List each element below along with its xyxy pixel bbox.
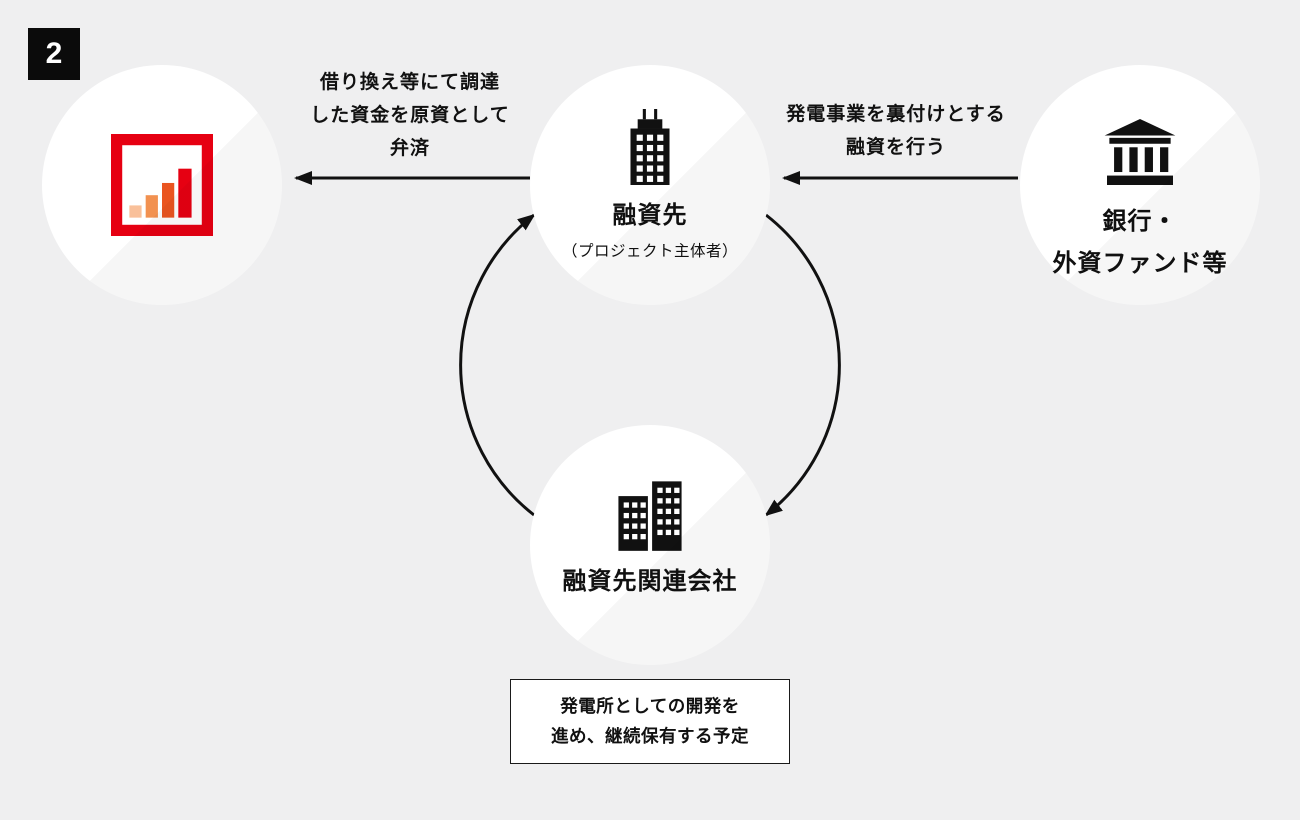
bank-label-line1: 銀行・	[1102, 208, 1178, 235]
affiliate-node: 融資先関連会社	[530, 425, 770, 665]
note-line2: 進め、継続保有する予定	[551, 726, 749, 746]
bank-node: 銀行・ 外資ファンド等	[1020, 65, 1260, 305]
bank-icon	[1104, 119, 1176, 185]
bank-label: 銀行・ 外資ファンド等	[1053, 201, 1228, 285]
company-node	[42, 65, 282, 305]
cycle-arc-left	[459, 213, 536, 517]
bank-label-line2: 外資ファンド等	[1052, 250, 1228, 277]
repayment-caption-line3: 弁済	[389, 138, 430, 159]
bar-chart-logo-icon	[111, 134, 213, 236]
repayment-caption-line1: 借り換え等にて調達	[319, 72, 500, 93]
borrower-sublabel: （プロジェクト主体者）	[561, 243, 738, 260]
loan-caption-line1: 発電事業を裏付けとする	[786, 104, 1006, 125]
borrower-node: 融資先 （プロジェクト主体者）	[530, 65, 770, 305]
note-line1: 発電所としての開発を	[560, 696, 740, 716]
step-badge: 2	[28, 28, 80, 80]
loan-caption-line2: 融資を行う	[845, 137, 946, 158]
note-box: 発電所としての開発を 進め、継続保有する予定	[510, 679, 790, 764]
office-building-icon	[630, 109, 670, 185]
repayment-caption-line2: した資金を原資として	[310, 105, 510, 126]
two-buildings-icon	[618, 481, 682, 551]
cycle-arc-right	[764, 213, 841, 517]
affiliate-label: 融資先関連会社	[562, 568, 738, 595]
loan-caption: 発電事業を裏付けとする 融資を行う	[766, 98, 1026, 164]
repayment-caption: 借り換え等にて調達 した資金を原資として 弁済	[272, 66, 548, 165]
borrower-label: 融資先	[612, 202, 688, 229]
